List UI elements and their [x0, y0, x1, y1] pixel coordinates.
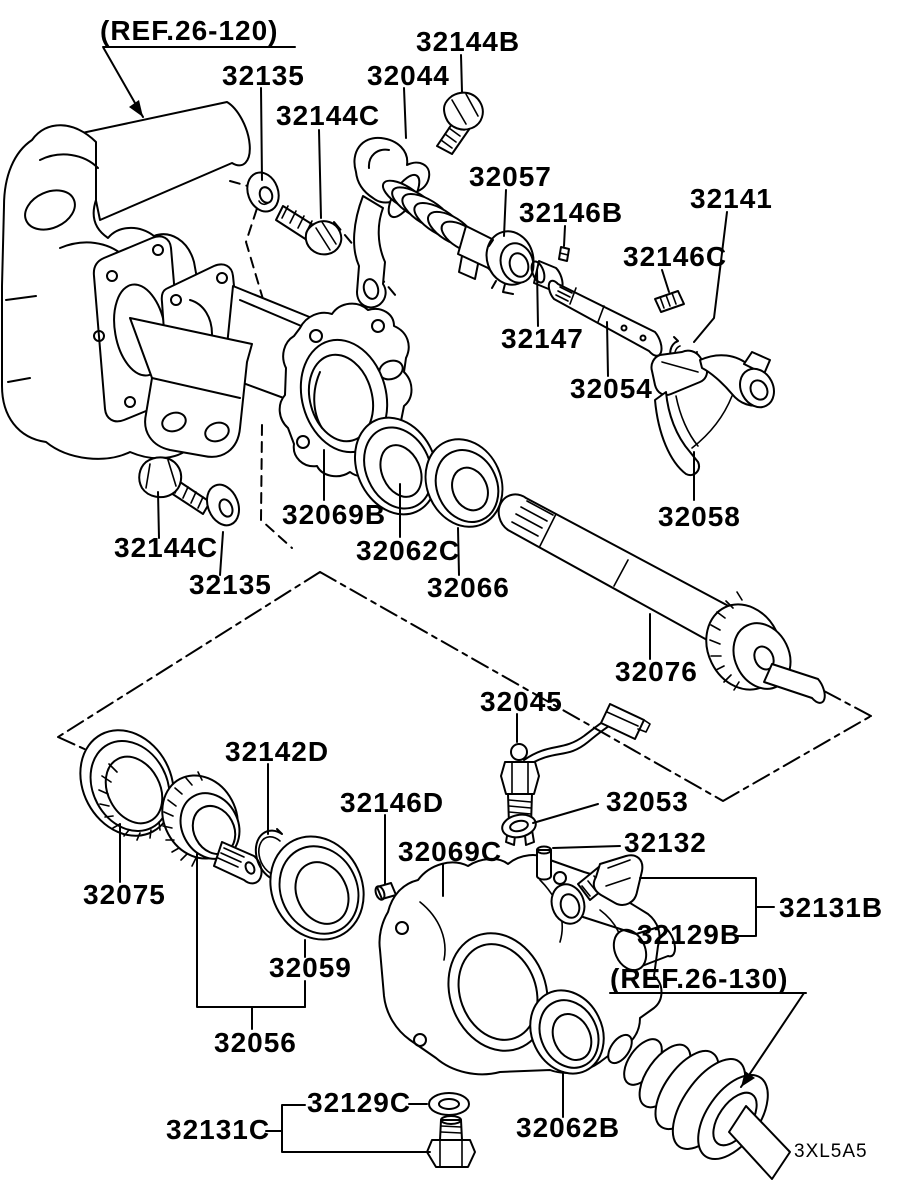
part-label-32141: 32141: [690, 183, 773, 214]
part-label-32057: 32057: [469, 161, 552, 192]
part-label-32132: 32132: [624, 827, 707, 858]
washer-32129B-drawing: [550, 883, 586, 925]
bolt-32144B-drawing: [436, 91, 484, 155]
leader-lines: [102, 46, 807, 1153]
gear-hub-32056-drawing: [161, 771, 263, 885]
extension-housing-32069B-drawing: [129, 263, 413, 478]
part-label-32129B: 32129B: [637, 919, 741, 950]
switch-32045-drawing: [500, 703, 651, 846]
part-label-32062C: 32062C: [356, 535, 460, 566]
part-label-32131C: 32131C: [166, 1114, 270, 1145]
control-shaft-32054-drawing: [547, 279, 663, 357]
part-label-32056: 32056: [214, 1027, 297, 1058]
drawing-code: 3XL5A5: [794, 1141, 868, 1162]
ref-label-26-120: (REF.26-120): [100, 15, 279, 46]
ref-26-120-arrowhead: [129, 100, 143, 117]
part-label-32044: 32044: [367, 60, 450, 91]
part-label-32045: 32045: [480, 686, 563, 717]
part-label-32131B: 32131B: [779, 892, 883, 923]
plug-32131B-drawing: [577, 854, 644, 906]
pin-32132-drawing: [536, 845, 552, 881]
pin-32146D-drawing: [374, 882, 397, 901]
collar-32057-drawing: [485, 230, 535, 295]
pin-32146B-drawing: [558, 246, 570, 262]
part-label-32146B: 32146B: [519, 197, 623, 228]
washer-32135-top-drawing: [246, 171, 280, 213]
part-label-32075: 32075: [83, 879, 166, 910]
part-label-32076: 32076: [615, 656, 698, 687]
washer-32135-left-drawing: [206, 483, 240, 527]
part-label-32135-left: 32135: [189, 569, 272, 600]
oil-seal-32059-drawing: [269, 835, 365, 941]
part-label-32129C: 32129C: [307, 1087, 411, 1118]
ring-gear-32075-drawing: [79, 729, 175, 841]
cv-boot-drawing: [607, 1033, 791, 1180]
part-label-32066: 32066: [427, 572, 510, 603]
part-label-32144C-top: 32144C: [276, 100, 380, 131]
part-label-32062B: 32062B: [516, 1112, 620, 1143]
shift-lever-32044-drawing: [353, 136, 504, 309]
part-label-32144C-left: 32144C: [114, 532, 218, 563]
ref-26-130-arrowhead: [741, 1071, 755, 1087]
part-label-32135-top: 32135: [222, 60, 305, 91]
plug-32131C-drawing: [426, 1115, 476, 1168]
part-labels: (REF.26-120) 32135 32144C 32044 32144B 3…: [83, 15, 883, 1162]
gear-shaft-32076-drawing: [497, 493, 826, 704]
part-label-32146D: 32146D: [340, 787, 444, 818]
bolt-32144C-left-drawing: [138, 456, 211, 515]
part-label-32144B: 32144B: [416, 26, 520, 57]
oil-seal-32062B-drawing: [529, 989, 605, 1075]
part-label-32058: 32058: [658, 501, 741, 532]
washer-32129C-drawing: [428, 1092, 470, 1116]
spring-pin-32146C-drawing: [654, 290, 685, 313]
assembly-guide-lines: [57, 180, 872, 802]
part-label-32059: 32059: [269, 952, 352, 983]
part-label-32069C: 32069C: [398, 836, 502, 867]
part-label-32054: 32054: [570, 373, 653, 404]
ref-label-26-130: (REF.26-130): [610, 963, 789, 994]
part-label-32147: 32147: [501, 323, 584, 354]
oil-seal-32062C-drawing: [353, 416, 439, 516]
bearing-32066-drawing: [424, 438, 504, 528]
bolt-32144C-top-drawing: [275, 205, 343, 256]
part-label-32146C: 32146C: [623, 241, 727, 272]
part-label-32053: 32053: [606, 786, 689, 817]
shift-fork-32058-drawing: [650, 349, 775, 476]
part-label-32069B: 32069B: [282, 499, 386, 530]
part-label-32142D: 32142D: [225, 736, 329, 767]
